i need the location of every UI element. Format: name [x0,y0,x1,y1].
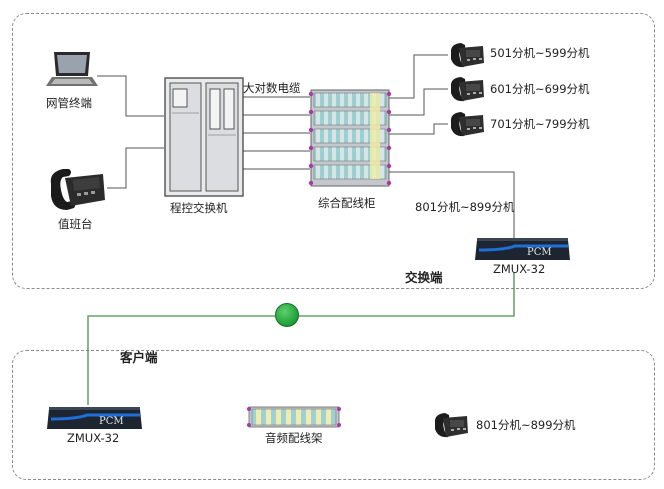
big-pair-cable-label: 大对数电缆 [243,81,301,95]
pbx-cabinet-icon [164,77,244,197]
network-node-icon [275,303,299,327]
pcm-device-label: PCM [527,247,552,258]
network-terminal-label: 网管终端 [46,96,92,110]
client-pcm-model-label: ZMUX-32 [67,431,120,445]
phone-icon [448,75,486,103]
client-extensions-label: 801分机~899分机 [476,418,576,432]
extension-label-3: 701分机~799分机 [490,117,590,131]
client-side-title: 客户端 [120,350,158,365]
phone-icon [448,110,486,138]
extension-label-1: 501分机~599分机 [490,46,590,60]
distribution-cabinet-label: 综合配线柜 [318,196,376,210]
audio-frame-label: 音频配线架 [265,431,323,445]
attendant-phone-icon [45,166,107,212]
pbx-label: 程控交换机 [170,201,228,215]
laptop-icon [44,50,100,90]
audio-frame-icon [246,405,342,429]
attendant-console-label: 值班台 [58,217,93,231]
pcm-device-client: PCM [47,405,142,431]
phone-icon [448,41,486,69]
extension-label-2: 601分机~699分机 [490,82,590,96]
pcm-device-exchange: PCM [475,236,570,262]
pcm-model-label: ZMUX-32 [493,262,546,276]
pcm-extensions-label: 801分机~899分机 [415,200,515,214]
exchange-side-title: 交换端 [405,270,443,285]
pcm-device-label: PCM [99,416,124,427]
phone-icon [432,411,470,439]
exchange-side-frame [12,13,655,289]
client-side-frame [12,350,655,480]
distribution-cabinet-icon [308,89,392,187]
